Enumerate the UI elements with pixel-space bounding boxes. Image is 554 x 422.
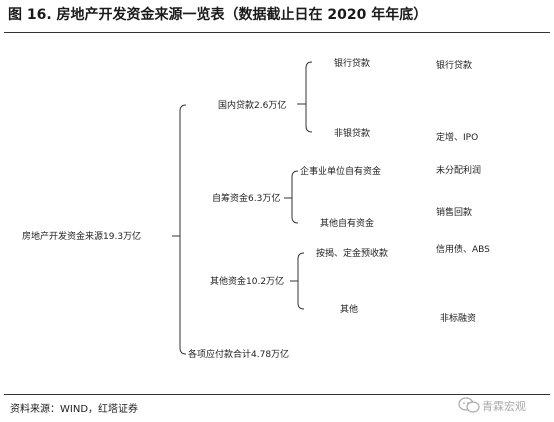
node-enterprise-self: 企事业单位自有资金 xyxy=(300,167,382,177)
note-nonstandard: 非标融资 xyxy=(440,314,477,324)
note-undistributed: 未分配利润 xyxy=(436,166,482,176)
source-note: 资料来源：WIND，红塔证券 xyxy=(10,404,139,415)
root-node: 房地产开发资金来源19.3万亿 xyxy=(22,232,142,242)
note-sales: 销售回款 xyxy=(436,208,473,218)
node-payables: 各项应付款合计4.78万亿 xyxy=(188,350,290,360)
node-nonbank-loan: 非银贷款 xyxy=(334,129,371,139)
node-deposit-prepay: 按揭、定金预收款 xyxy=(316,249,389,259)
watermark: 青霖宏观 xyxy=(482,400,526,413)
note-ipo: 定增、IPO xyxy=(436,133,479,143)
source-rule xyxy=(4,394,550,395)
title-rule xyxy=(4,32,550,33)
other-bracket xyxy=(290,252,305,310)
figure-title: 图 16. 房地产开发资金来源一览表（数据截止日在 2020 年年底） xyxy=(8,7,428,23)
self-bracket xyxy=(284,170,299,224)
wechat-icon xyxy=(458,397,480,413)
node-bank-loan: 银行贷款 xyxy=(334,59,371,69)
node-other-funds: 其他资金10.2万亿 xyxy=(210,277,285,287)
root-bracket xyxy=(172,104,187,355)
note-bond: 信用债、ABS xyxy=(436,245,490,255)
domestic-bracket xyxy=(297,61,313,133)
node-other-misc: 其他 xyxy=(340,305,359,315)
note-bank-loan: 银行贷款 xyxy=(436,61,473,71)
node-other-self: 其他自有资金 xyxy=(320,219,375,229)
node-self-raised: 自筹资金6.3万亿 xyxy=(212,194,281,204)
node-domestic-loans: 国内贷款2.6万亿 xyxy=(218,101,287,111)
